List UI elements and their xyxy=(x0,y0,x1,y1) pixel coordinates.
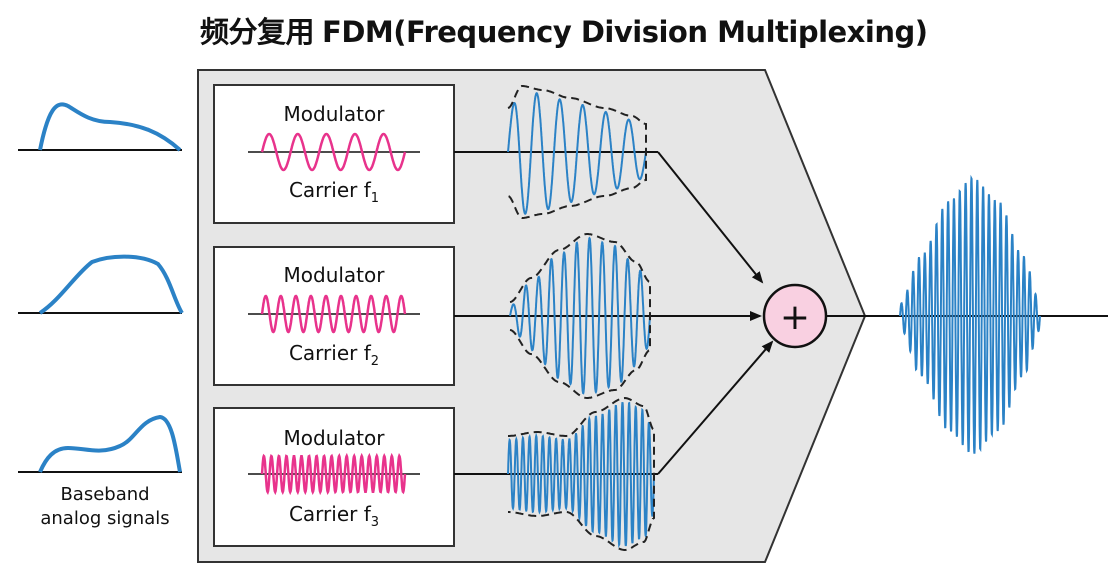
envelope-3 xyxy=(508,396,655,552)
title-chinese: 频分复用 xyxy=(200,15,315,49)
baseband-signal-2 xyxy=(18,254,184,315)
adder-plus-icon: + xyxy=(780,297,810,338)
baseband-caption-line-2: analog signals xyxy=(40,508,169,529)
modulated-signal-3 xyxy=(507,401,655,549)
carrier-1-subscript: 1 xyxy=(371,191,379,206)
modulated-signal-1 xyxy=(507,91,647,215)
envelope-2 xyxy=(509,233,651,399)
carrier-wave-2 xyxy=(260,294,407,334)
carrier-1-label: Carrier f1 xyxy=(289,178,379,206)
carrier-3-label: Carrier f3 xyxy=(289,502,379,530)
carrier-3-subscript: 3 xyxy=(371,515,379,530)
composite-output-signal xyxy=(899,174,1041,454)
modulator-1-label: Modulator xyxy=(284,102,386,126)
baseband-signal-3 xyxy=(18,414,182,473)
modulator-2-label: Modulator xyxy=(284,263,386,287)
modulator-1: Modulator Carrier f1 xyxy=(213,84,455,224)
path-arrow-3 xyxy=(657,340,774,475)
modulator-2: Modulator Carrier f2 xyxy=(213,246,455,386)
modulator-3: Modulator Carrier f3 xyxy=(213,407,455,547)
modulator-3-label: Modulator xyxy=(284,426,386,450)
title-english: FDM(Frequency Division Multiplexing) xyxy=(322,15,928,49)
carrier-2-label: Carrier f2 xyxy=(289,341,379,369)
baseband-caption-line-1: Baseband xyxy=(60,484,149,505)
carrier-wave-1 xyxy=(260,132,407,172)
path-arrow-1 xyxy=(657,151,764,284)
carrier-2-subscript: 2 xyxy=(371,354,379,369)
adder-circle xyxy=(762,283,828,349)
envelope-1 xyxy=(507,85,647,219)
modulated-signal-2 xyxy=(509,236,651,395)
carrier-wave-3 xyxy=(260,452,407,496)
baseband-signal-1 xyxy=(18,102,182,152)
